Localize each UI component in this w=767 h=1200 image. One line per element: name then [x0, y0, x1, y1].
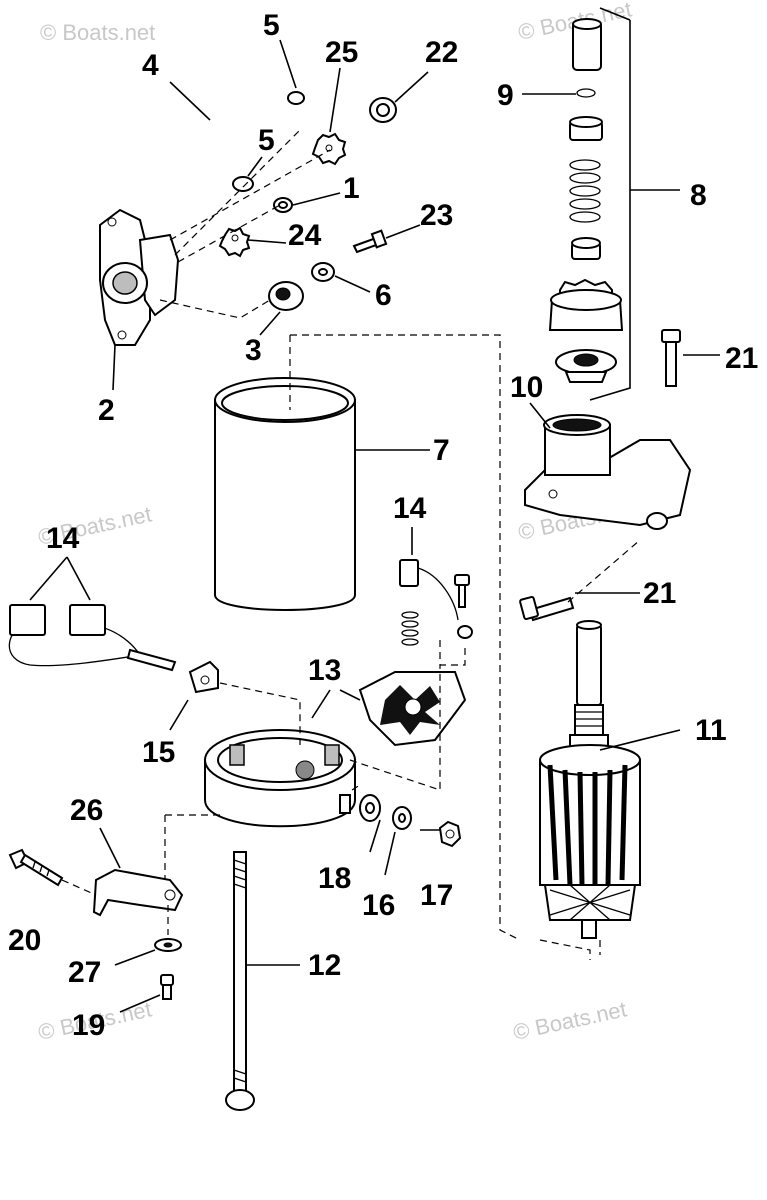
label-13: 13 [308, 654, 341, 687]
brush-plate-part-13 [358, 671, 467, 747]
screw-part-20 [8, 848, 64, 887]
bushing-part-3 [268, 281, 304, 311]
drive-spacer-part [569, 116, 603, 141]
end-cap-part-10 [524, 414, 692, 530]
through-bolt-part-12 [225, 851, 255, 1111]
screw-part-23 [352, 229, 388, 254]
label-21-top: 21 [725, 342, 758, 375]
label-7: 7 [433, 434, 450, 467]
label-6: 6 [375, 279, 392, 312]
screw-part-21-bottom [519, 595, 575, 622]
watermark: © Boats.net [511, 996, 629, 1044]
lock-washer-part-24 [218, 226, 251, 258]
callout-labels: 4 5 5 25 22 1 23 24 6 3 2 9 8 21 10 7 14… [8, 9, 758, 1042]
label-27: 27 [68, 956, 101, 989]
label-18: 18 [318, 862, 351, 895]
end-frame-part-12-plate [204, 729, 356, 828]
label-1: 1 [343, 172, 360, 205]
nut-part-17 [438, 820, 462, 848]
nut-part-22 [369, 97, 397, 123]
label-3: 3 [245, 334, 262, 367]
washer-part-18 [359, 794, 381, 822]
pinion-gear-part [548, 278, 624, 331]
label-25: 25 [325, 36, 358, 69]
label-21-bottom: 21 [643, 577, 676, 610]
watermark: © Boats.net [40, 20, 155, 45]
armature-part-11 [539, 620, 641, 939]
brush-lead-part-14 [8, 604, 177, 672]
washer-part-27 [154, 938, 182, 952]
drive-base-part [555, 349, 617, 383]
label-19: 19 [72, 1009, 105, 1042]
screw-part-21-top [661, 329, 681, 387]
brush-part-14-right [399, 559, 473, 646]
label-8: 8 [690, 179, 707, 212]
label-22: 22 [425, 36, 458, 69]
drive-cap-part [572, 18, 602, 71]
washer-part-16 [392, 806, 412, 830]
brush-holder-part-15 [188, 660, 219, 694]
label-24: 24 [288, 219, 322, 252]
label-23: 23 [420, 199, 453, 232]
bracket-part-2 [99, 208, 180, 346]
label-14-left: 14 [46, 522, 80, 555]
label-26: 26 [70, 794, 103, 827]
drive-collar-part [571, 237, 601, 260]
label-4: 4 [142, 49, 159, 82]
washer-part-1 [273, 197, 293, 213]
label-17: 17 [420, 879, 453, 912]
label-14-right: 14 [393, 492, 427, 525]
label-5-mid: 5 [258, 124, 275, 157]
label-5-top: 5 [263, 9, 280, 42]
label-9: 9 [497, 79, 514, 112]
lock-washer-part-25 [311, 132, 347, 166]
washer-part-6 [311, 262, 335, 282]
label-12: 12 [308, 949, 341, 982]
label-10: 10 [510, 371, 543, 404]
label-11: 11 [695, 714, 727, 747]
drive-spring-part [569, 159, 601, 223]
screw-part-19 [160, 974, 174, 1000]
motor-housing-part-7 [214, 377, 356, 611]
label-15: 15 [142, 736, 175, 769]
label-2: 2 [98, 394, 115, 427]
label-16: 16 [362, 889, 395, 922]
snap-ring-part-9 [576, 88, 596, 98]
label-20: 20 [8, 924, 41, 957]
bracket-part-26 [92, 868, 184, 917]
cable-part-4 [201, 91, 305, 192]
